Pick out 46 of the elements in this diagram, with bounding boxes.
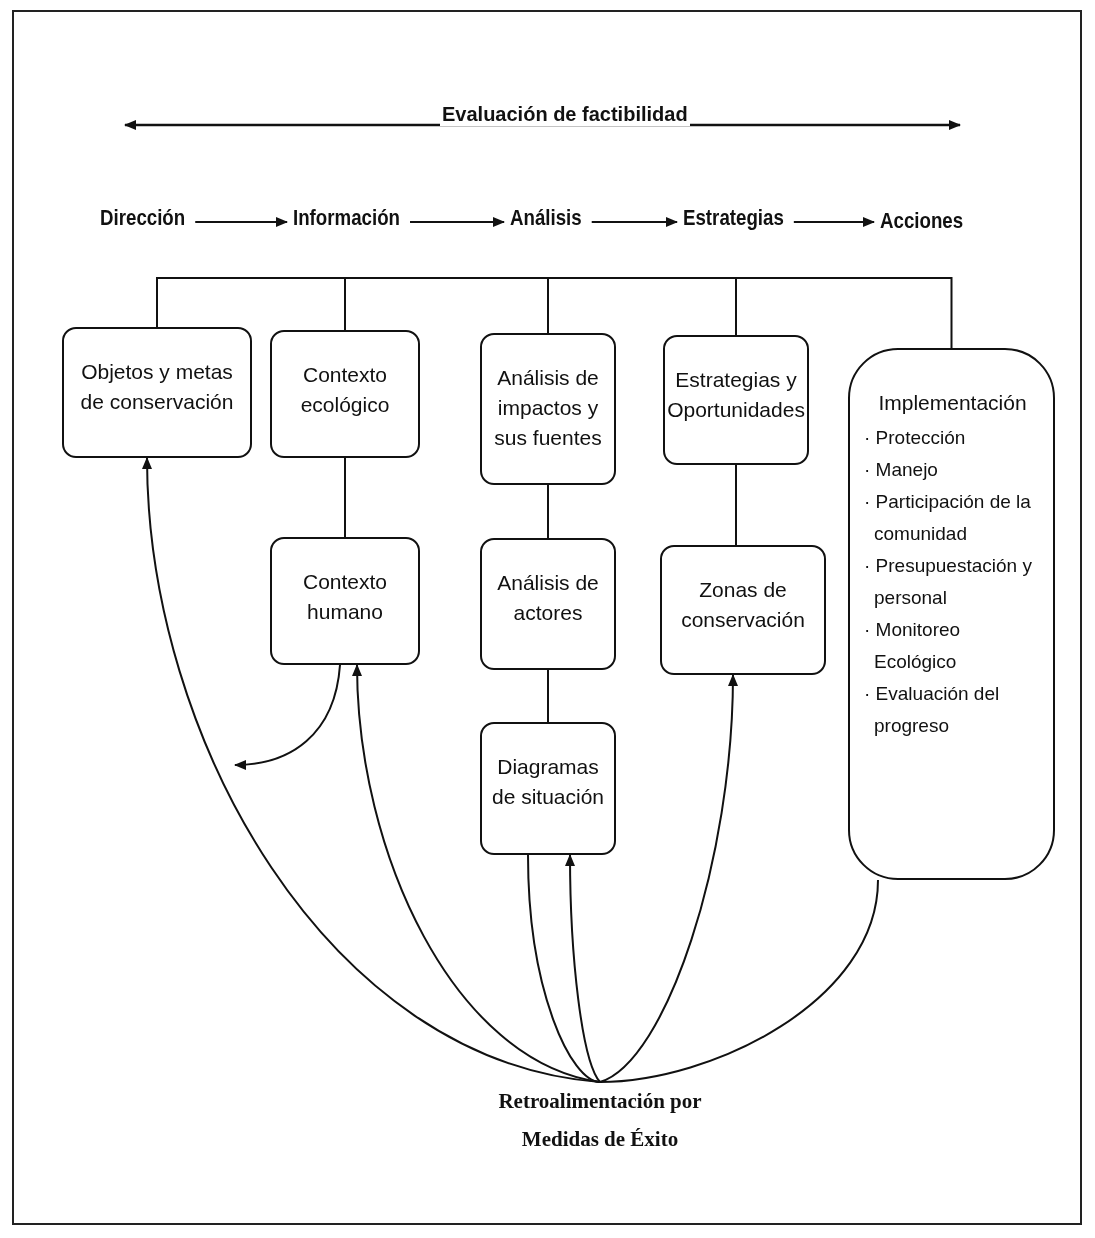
connector-line bbox=[547, 484, 549, 539]
arrow bbox=[194, 217, 288, 227]
arrow bbox=[590, 217, 678, 227]
step-label: Estrategias bbox=[683, 205, 784, 231]
bullet-item: · Manejo bbox=[864, 458, 939, 482]
process-box bbox=[480, 538, 616, 670]
span-label: Evaluación de factibilidad bbox=[440, 103, 690, 126]
step-label: Análisis bbox=[510, 205, 582, 231]
bullet-item: · Monitoreo Ecológico bbox=[864, 618, 962, 674]
connector-line bbox=[547, 277, 737, 336]
arrow bbox=[599, 674, 738, 1083]
box-text: Análisis de actores bbox=[496, 570, 600, 626]
connector-line bbox=[735, 464, 737, 546]
arrow bbox=[409, 217, 505, 227]
box-text: Análisis de impactos y sus fuentes bbox=[493, 365, 603, 451]
step-label: Información bbox=[293, 205, 400, 231]
box-text: Zonas de conservación bbox=[680, 577, 806, 633]
process-box bbox=[270, 537, 420, 665]
arrow bbox=[234, 664, 341, 770]
bullet-item: · Presupuestación y personal bbox=[864, 554, 1033, 610]
box-text: Estrategias y Oportunidades bbox=[667, 367, 805, 423]
connector-line bbox=[547, 669, 549, 723]
box-heading: Implementación bbox=[878, 390, 1027, 416]
connector-line bbox=[344, 457, 346, 538]
process-box bbox=[62, 327, 252, 458]
box-text: Contexto ecológico bbox=[299, 362, 391, 418]
feedback-label: Retroalimentación por Medidas de Éxito bbox=[470, 1082, 730, 1166]
connector-line bbox=[599, 879, 879, 1083]
process-box bbox=[663, 335, 809, 465]
bullet-item: · Participación de la comunidad bbox=[864, 490, 1032, 546]
box-text: Diagramas de situación bbox=[490, 754, 606, 810]
step-label: Dirección bbox=[100, 205, 186, 231]
bullet-item: · Protección bbox=[864, 426, 967, 450]
bullet-item: · Evaluación del progreso bbox=[864, 682, 1001, 738]
arrow bbox=[565, 854, 601, 1083]
process-box bbox=[660, 545, 826, 675]
connector-line bbox=[735, 277, 953, 349]
step-label: Acciones bbox=[880, 208, 964, 234]
arrow bbox=[352, 664, 601, 1083]
arrow bbox=[792, 217, 875, 227]
process-box bbox=[848, 348, 1055, 880]
process-box bbox=[480, 333, 616, 485]
box-text: Objetos y metas de conservación bbox=[79, 359, 235, 415]
process-box bbox=[270, 330, 420, 458]
process-box bbox=[480, 722, 616, 855]
box-text: Contexto humano bbox=[301, 569, 389, 625]
